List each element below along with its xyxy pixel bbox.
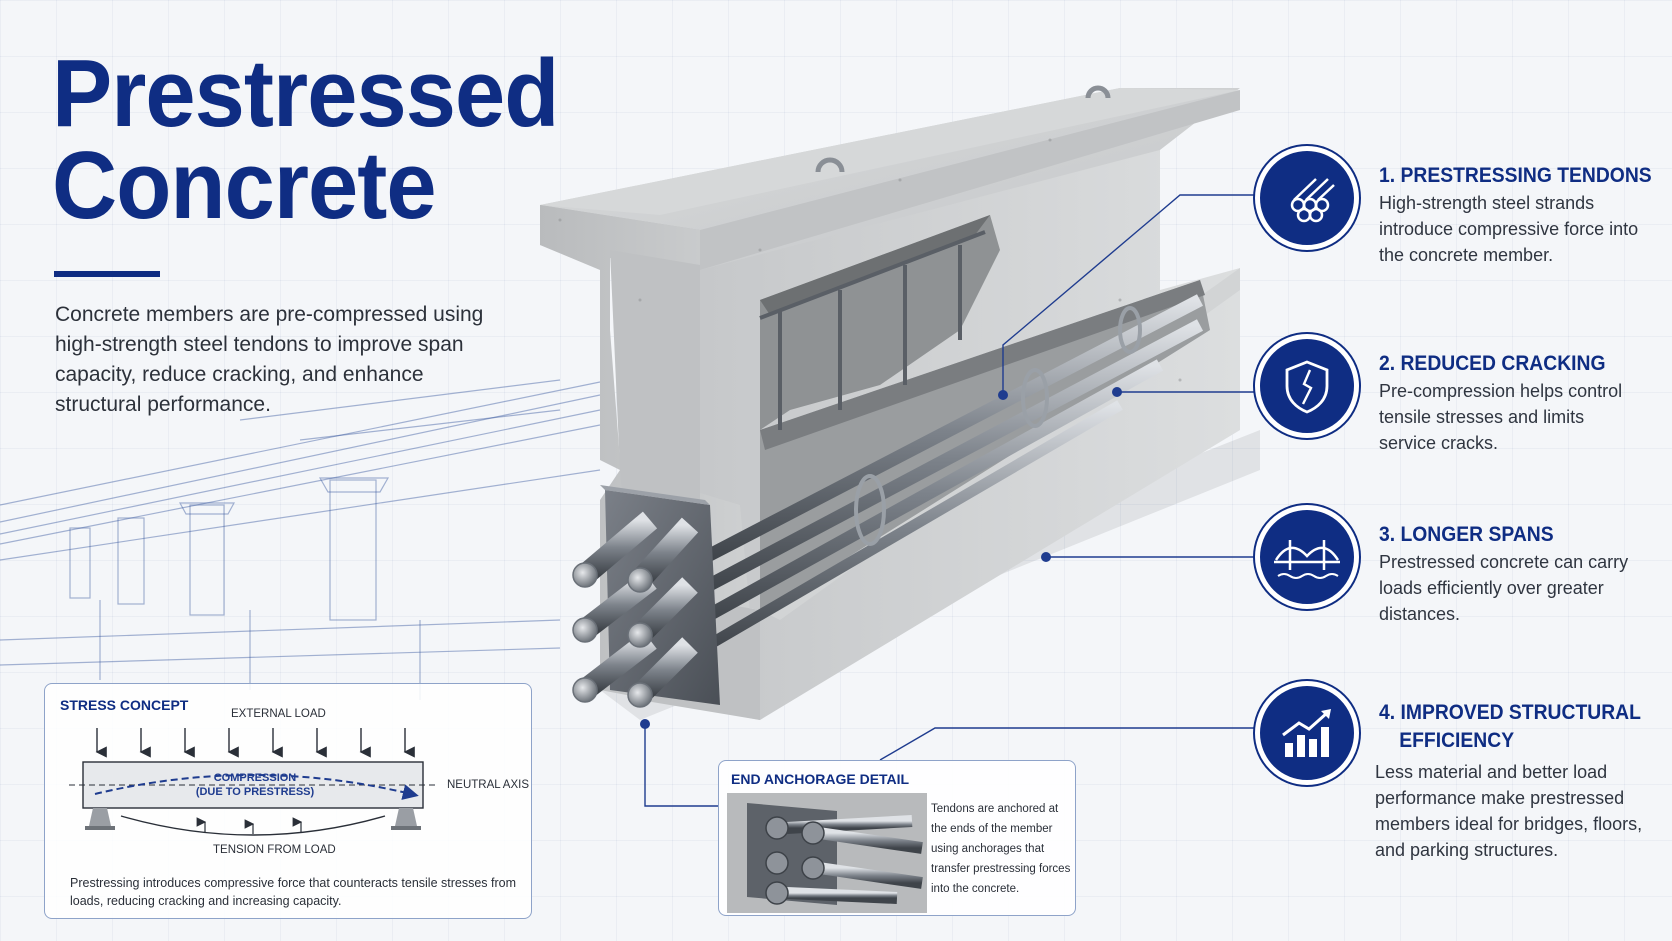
end-anchorage-text: Tendons are anchored at the ends of the … (931, 803, 1071, 895)
feature-body: Prestressed concrete can carry loads eff… (1379, 552, 1629, 624)
feature-body: High-strength steel strands introduce co… (1379, 193, 1639, 265)
callout-lines (644, 194, 1262, 807)
feature-body: Less material and better load performanc… (1375, 762, 1643, 860)
bridge-sketch (0, 379, 601, 700)
anchorage-detail-image (727, 793, 927, 913)
intro-text: Concrete members are pre-compressed usin… (55, 303, 484, 416)
callout-dots (640, 387, 1122, 729)
stress-concept-title: STRESS CONCEPT (60, 697, 189, 713)
bridge-icon (1255, 505, 1359, 609)
feature-body: Pre-compression helps control tensile st… (1379, 381, 1623, 453)
title-line-2: Concrete (52, 132, 437, 239)
cutaway-web (760, 280, 1210, 620)
feature-title: 3. LONGER SPANS (1379, 523, 1554, 546)
feature-title: 2. REDUCED CRACKING (1379, 352, 1606, 375)
feature-title: 1. PRESTRESSING TENDONS (1379, 164, 1652, 187)
strand-ends (572, 511, 699, 708)
beam-top-flange (540, 88, 1240, 270)
prestressing-tendons (696, 294, 1204, 655)
shield-crack-icon (1255, 334, 1359, 438)
lifting-hooks (815, 85, 1111, 173)
stress-diagram (69, 728, 435, 836)
stress-concept-caption: Prestressing introduces compressive forc… (70, 876, 517, 908)
neutral-axis-label: NEUTRAL AXIS (447, 779, 530, 791)
external-load-label: EXTERNAL LOAD (231, 708, 326, 720)
page-title: Prestressed Concrete (52, 40, 559, 239)
feature-title: 4. IMPROVED STRUCTURAL EFFICIENCY (1379, 701, 1641, 752)
stress-concept-panel: STRESS CONCEPT EXTERNAL LOAD (44, 683, 532, 919)
rebar-stirrups (759, 230, 986, 430)
end-anchorage-panel: END ANCHORAGE DETAIL Tendons are anchore… (718, 760, 1076, 916)
bar-chart-icon (1255, 681, 1359, 785)
cutaway-top (760, 215, 1000, 430)
title-underline (54, 271, 160, 277)
end-anchorage-title: END ANCHORAGE DETAIL (731, 771, 910, 787)
title-line-1: Prestressed (52, 40, 559, 147)
strands-icon (1255, 146, 1359, 250)
compression-label: COMPRESSION (DUE TO PRESTRESS) (195, 772, 315, 798)
tension-label: TENSION FROM LOAD (213, 844, 336, 856)
